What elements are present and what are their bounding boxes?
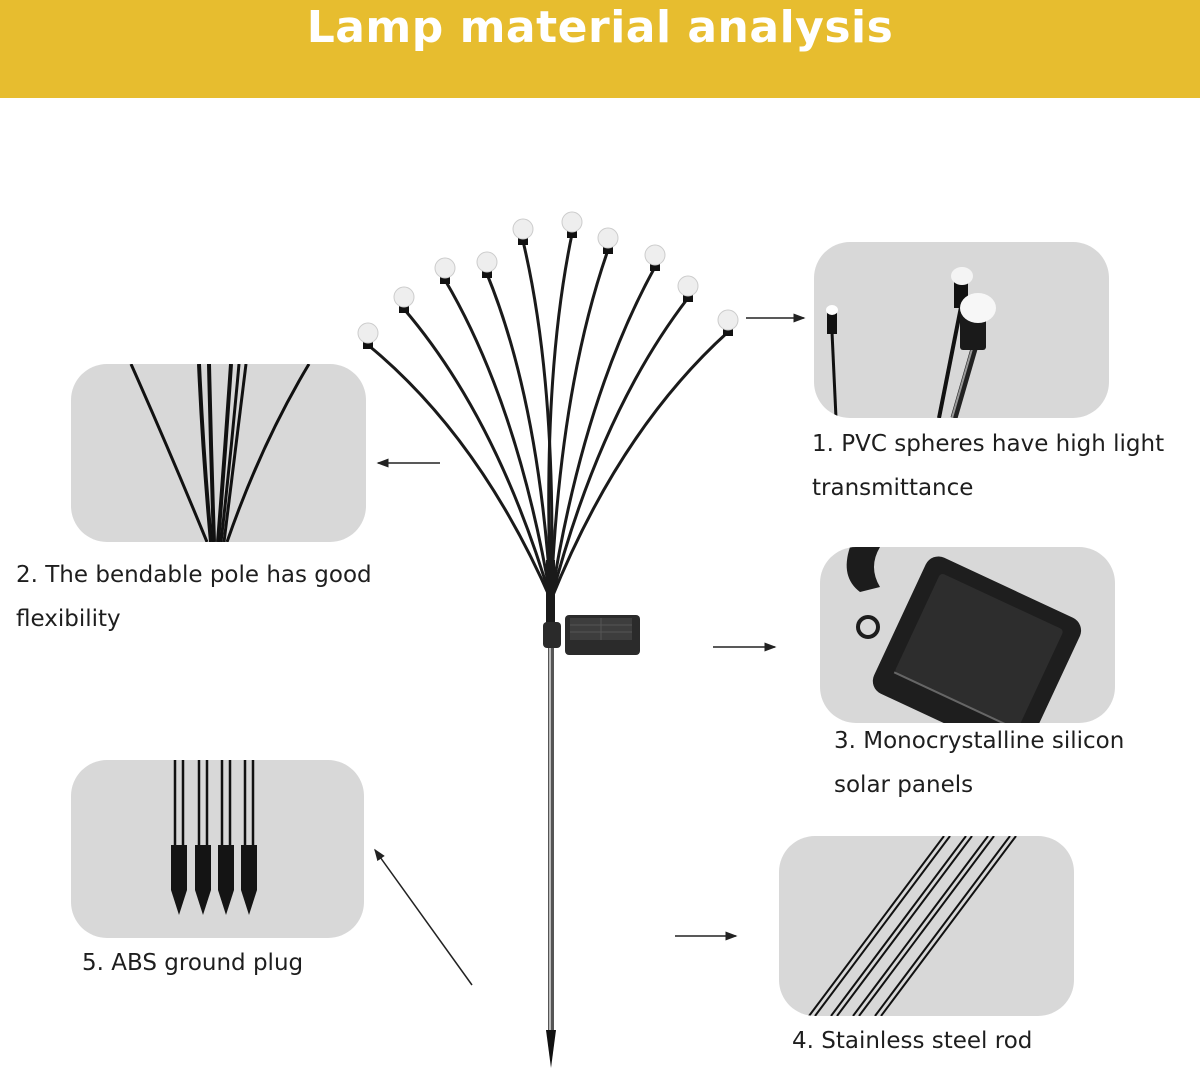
feature-caption-5: 5. ABS ground plug: [82, 941, 303, 985]
feature-caption-3: 3. Monocrystalline silicon solar panels: [834, 719, 1124, 807]
lamp-branch: [443, 279, 553, 601]
lamp-branch: [549, 330, 730, 601]
caption-line: 1. PVC spheres have high light: [812, 431, 1165, 457]
header-banner: Lamp material analysis: [0, 0, 1200, 98]
feature-image-bendable-pole: [71, 364, 366, 542]
feature-image-steel-rod: [779, 836, 1074, 1016]
ground-plug-tip: [218, 845, 234, 915]
ground-plugs-icon: [171, 760, 257, 915]
steel-rod-line: [874, 836, 1011, 1016]
pvc-bulb: [677, 275, 699, 297]
caption-line: solar panels: [834, 772, 974, 798]
panel-clamp: [543, 622, 561, 648]
feature-caption-4: 4. Stainless steel rod: [792, 1019, 1032, 1063]
steel-rod-line: [830, 836, 967, 1016]
feature-image-pvc-spheres: [814, 242, 1109, 418]
steel-rod-line: [880, 836, 1017, 1016]
caption-line: flexibility: [16, 606, 121, 632]
caption-line: transmittance: [812, 475, 974, 501]
steel-rod-line: [808, 836, 945, 1016]
caption-line: 2. The bendable pole has good: [16, 562, 372, 588]
feature-caption-2: 2. The bendable pole has good flexibilit…: [16, 553, 372, 641]
pvc-spheres-icon: [826, 267, 996, 418]
feature-image-ground-plug: [71, 760, 364, 938]
page-title: Lamp material analysis: [306, 2, 894, 53]
lamp-branch: [485, 273, 553, 601]
caption-line: 5. ABS ground plug: [82, 950, 304, 976]
lamp-branch: [402, 308, 553, 601]
caption-line: 3. Monocrystalline silicon: [834, 728, 1125, 754]
lamp-branches: [357, 211, 739, 601]
lamp-branch: [549, 249, 610, 601]
feature-caption-1: 1. PVC spheres have high light transmitt…: [812, 422, 1164, 510]
pvc-bulb: [512, 218, 534, 240]
steel-rod-line: [814, 836, 951, 1016]
pvc-bulb: [476, 251, 498, 273]
lamp-branch: [549, 297, 690, 601]
pvc-bulb: [434, 257, 456, 279]
pvc-bulb: [357, 322, 379, 344]
pvc-bulb: [717, 309, 739, 331]
solar-panel-icon: [846, 547, 1082, 723]
lamp-branch: [549, 266, 657, 601]
ground-plug-tip: [195, 845, 211, 915]
pvc-bulb: [597, 227, 619, 249]
pvc-bulb: [393, 286, 415, 308]
ground-spike: [546, 1030, 556, 1068]
pole-upper: [546, 560, 555, 640]
lamp-branch: [367, 343, 553, 601]
lamp-branch: [547, 233, 574, 601]
lamp-branch: [521, 240, 554, 601]
feature-image-solar-panel: [820, 547, 1115, 723]
steel-rods-icon: [808, 836, 1017, 1016]
caption-line: 4. Stainless steel rod: [792, 1028, 1033, 1054]
ground-plug-tip: [171, 845, 187, 915]
pvc-bulb: [644, 244, 666, 266]
steel-rod-line: [836, 836, 973, 1016]
pvc-bulb: [561, 211, 583, 233]
steel-rod-line: [858, 836, 995, 1016]
bendable-poles-icon: [129, 364, 311, 542]
ground-plug-tip: [241, 845, 257, 915]
steel-rod-line: [852, 836, 989, 1016]
